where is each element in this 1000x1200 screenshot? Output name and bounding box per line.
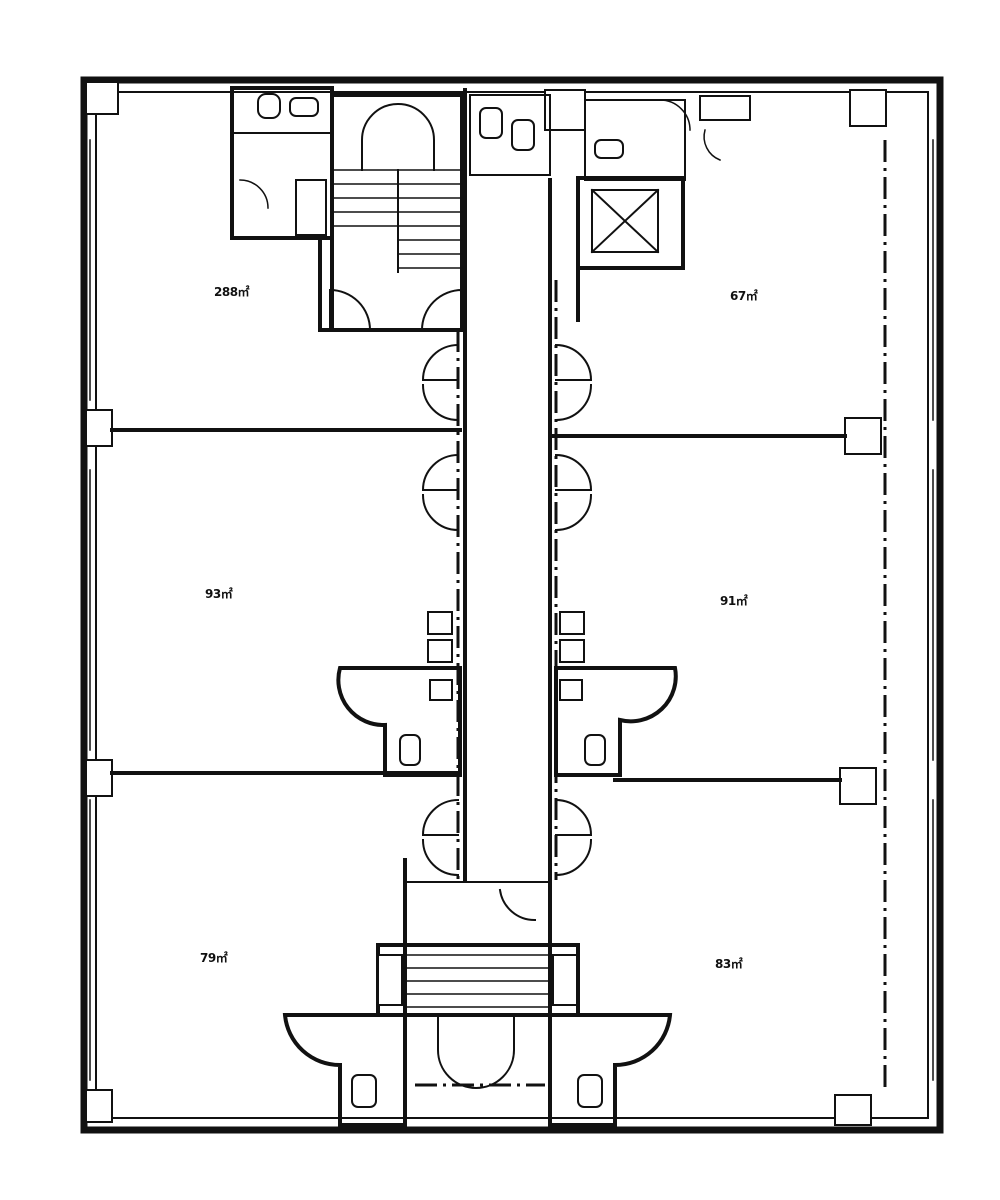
stair-treads-north [331, 169, 463, 273]
area-label-w: 93㎡ [205, 586, 233, 601]
north-core [230, 86, 464, 332]
corridor-doors [421, 343, 593, 877]
area-label-nw: 288㎡ [214, 284, 250, 299]
area-labels: 288㎡ 67㎡ 93㎡ 91㎡ 79㎡ 83㎡ [200, 284, 758, 971]
mid-core-east [554, 611, 678, 777]
north-east-core [469, 94, 751, 322]
area-label-sw: 79㎡ [200, 950, 228, 965]
area-label-ne: 67㎡ [730, 288, 758, 303]
mid-core-west [336, 611, 462, 777]
area-label-e: 91㎡ [720, 593, 748, 608]
south-core [282, 888, 673, 1127]
area-label-se: 83㎡ [715, 956, 743, 971]
partitions [110, 88, 887, 1127]
exterior-walls [80, 76, 944, 1134]
columns [85, 81, 887, 1126]
stair-treads-south [404, 954, 551, 1008]
